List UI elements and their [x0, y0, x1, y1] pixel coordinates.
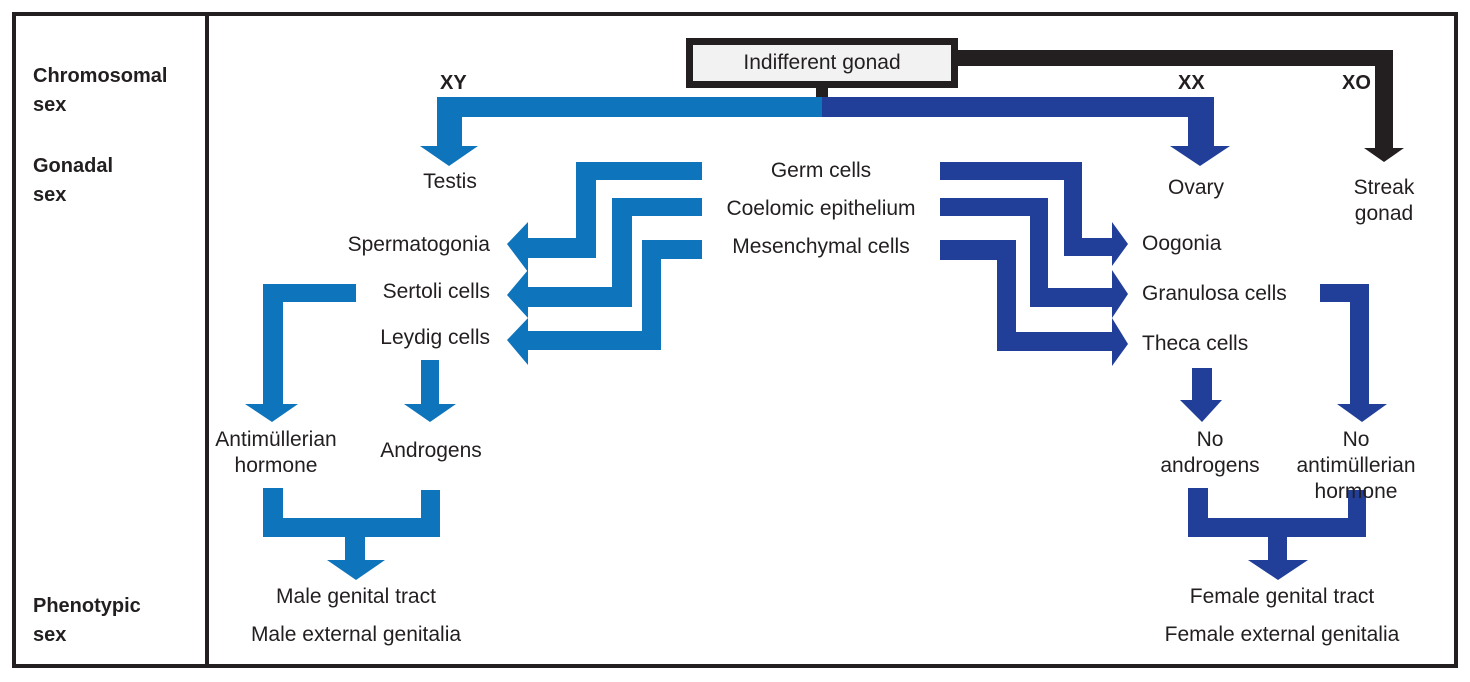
- xy-label: XY: [440, 72, 467, 94]
- xy-arrow: [420, 97, 822, 166]
- arrow-granulosa-to-no-amh: [1320, 284, 1387, 422]
- xo-arrow: [958, 50, 1404, 162]
- ovary-label: Ovary: [1167, 176, 1225, 199]
- male-hormone-androgens: Androgens: [380, 439, 482, 462]
- female-cell-granulosa: Granulosa cells: [1142, 282, 1287, 305]
- gonad-stem: [816, 86, 828, 98]
- male-genital-tract: Male genital tract: [276, 585, 436, 608]
- male-external-genitalia: Male external genitalia: [250, 623, 462, 646]
- arrow-mesenchymal-to-leydig: [507, 240, 702, 365]
- xx-label: XX: [1178, 72, 1205, 94]
- female-cell-oogonia: Oogonia: [1142, 232, 1222, 255]
- arrow-female-merge: [1188, 488, 1366, 580]
- arrow-coelomic-to-sertoli: [507, 198, 702, 318]
- xx-arrow: [822, 97, 1230, 166]
- male-cell-leydig: Leydig cells: [380, 326, 490, 349]
- streak-gonad-label: Streak gonad: [1353, 176, 1415, 225]
- precursor-coelomic-epithelium: Coelomic epithelium: [726, 197, 916, 220]
- arrow-male-merge: [263, 488, 440, 580]
- chromosomal-sex-label: Chromosomal sex: [33, 65, 168, 116]
- precursor-germ-cells: Germ cells: [770, 159, 872, 182]
- xo-label: XO: [1342, 72, 1371, 94]
- arrow-germ-to-spermatogonia: [507, 162, 702, 272]
- female-genital-tract: Female genital tract: [1189, 585, 1375, 608]
- female-external-genitalia: Female external genitalia: [1164, 623, 1400, 646]
- female-no-androgens: No androgens: [1160, 428, 1260, 477]
- male-cell-sertoli: Sertoli cells: [382, 280, 490, 303]
- diagram-frame: [12, 12, 1458, 668]
- precursor-mesenchymal-cells: Mesenchymal cells: [732, 235, 910, 258]
- arrow-leydig-to-androgens: [404, 360, 456, 422]
- testis-label: Testis: [423, 170, 477, 193]
- indifferent-gonad-label: Indifferent gonad: [743, 51, 901, 74]
- female-no-amh: No antimüllerian hormone: [1296, 428, 1416, 503]
- indifferent-gonad-box: Indifferent gonad: [686, 38, 958, 88]
- column-divider: [205, 12, 209, 668]
- arrow-theca-to-no-androgens: [1180, 368, 1222, 422]
- arrow-germ-to-oogonia: [940, 162, 1128, 266]
- phenotypic-sex-label: Phenotypic sex: [33, 595, 141, 646]
- female-cell-theca: Theca cells: [1142, 332, 1249, 355]
- male-cell-spermatogonia: Spermatogonia: [347, 233, 490, 256]
- arrow-coelomic-to-granulosa: [940, 198, 1128, 318]
- gonadal-sex-label: Gonadal sex: [33, 155, 114, 206]
- arrow-sertoli-to-amh: [245, 284, 356, 422]
- male-hormone-amh: Antimüllerian hormone: [215, 428, 337, 477]
- arrow-mesenchymal-to-theca: [940, 240, 1128, 366]
